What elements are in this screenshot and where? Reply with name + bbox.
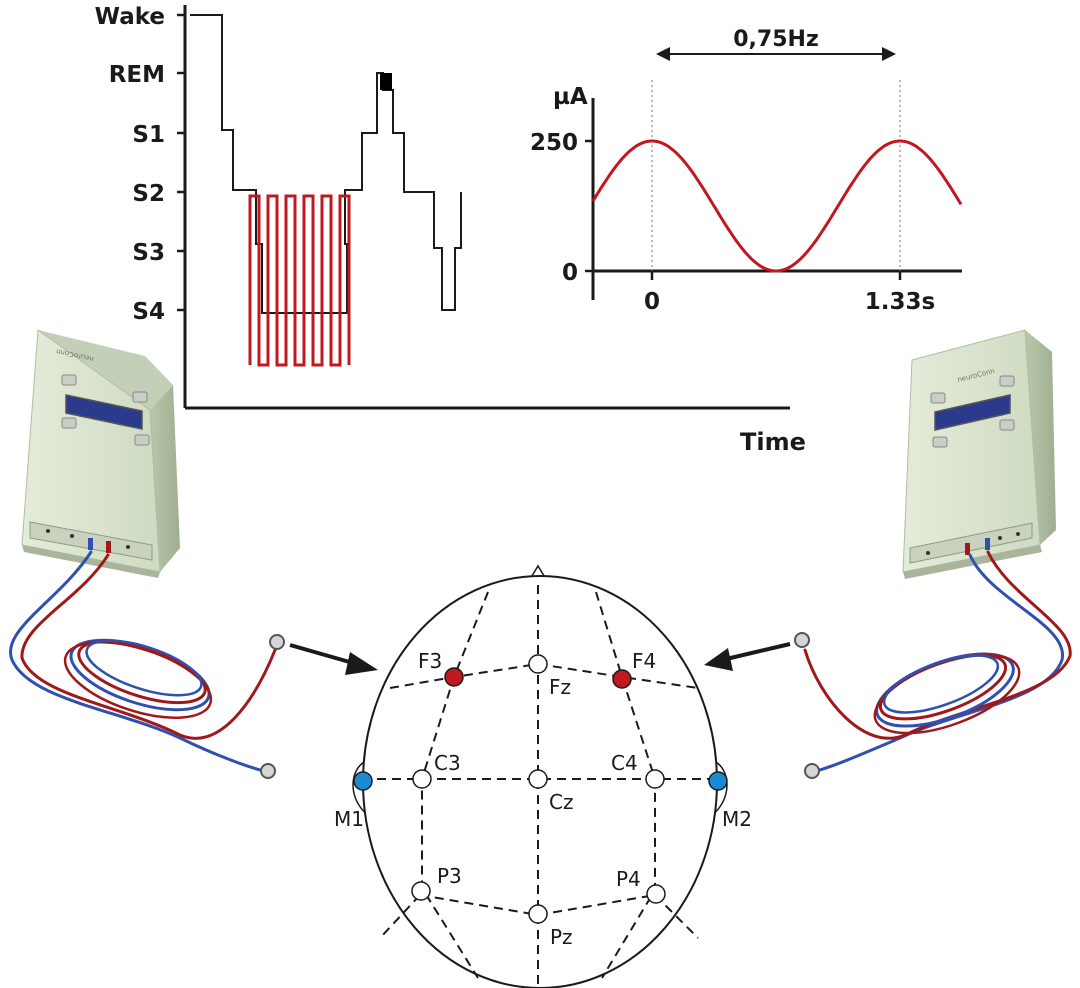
electrode-pad-icon <box>804 763 820 779</box>
stage-label-wake: Wake <box>95 4 165 30</box>
electrode-p3[interactable] <box>411 881 431 901</box>
sine-wave <box>591 139 963 273</box>
rem-block <box>380 73 392 90</box>
stage-label-s3: S3 <box>132 240 165 266</box>
electrode-label-cz: Cz <box>549 790 573 814</box>
device-button[interactable] <box>930 392 946 404</box>
electrode-pad-icon <box>269 634 285 650</box>
electrode-m1[interactable] <box>353 771 373 791</box>
cables-right <box>803 550 1072 774</box>
electrode-label-m2: M2 <box>722 807 752 831</box>
device-button[interactable] <box>134 434 150 446</box>
sine-x-tick-0: 0 <box>644 289 660 315</box>
stage-label-s1: S1 <box>132 122 165 148</box>
electrode-label-f4: F4 <box>632 649 656 673</box>
hypnogram: Wake REM S1 S2 S3 S4 Time <box>95 4 806 456</box>
electrode-pad-icon <box>260 763 276 779</box>
frequency-label: 0,75Hz <box>733 27 819 52</box>
electrode-label-fz: Fz <box>549 675 571 699</box>
arrow-right-icon <box>704 642 791 671</box>
device-screen-left <box>65 394 143 430</box>
sine-y-label: µA <box>553 84 588 110</box>
device-button[interactable] <box>132 391 148 403</box>
electrode-cz[interactable] <box>528 769 548 789</box>
electrode-label-pz: Pz <box>550 925 573 949</box>
hypnogram-trace <box>190 14 462 314</box>
device-button[interactable] <box>932 436 948 448</box>
stage-label-s2: S2 <box>132 181 165 207</box>
stimulation-pulses <box>248 194 351 367</box>
sine-y-tick-0: 0 <box>562 260 578 286</box>
electrode-pz[interactable] <box>528 904 548 924</box>
electrode-c3[interactable] <box>412 769 432 789</box>
device-button[interactable] <box>999 375 1015 387</box>
electrode-f4[interactable] <box>612 669 632 689</box>
electrode-fz[interactable] <box>528 654 548 674</box>
stimulator-device-left: neuroConn <box>21 329 180 578</box>
electrode-label-m1: M1 <box>334 807 364 831</box>
electrode-label-c3: C3 <box>434 751 461 775</box>
electrode-p4[interactable] <box>646 884 666 904</box>
sine-chart: 0,75Hz µA 250 0 0 1.33s <box>530 27 963 315</box>
electrode-pad-icon <box>794 632 810 648</box>
electrode-f3[interactable] <box>444 667 464 687</box>
stage-label-s4: S4 <box>132 299 165 325</box>
device-button[interactable] <box>61 374 77 386</box>
electrode-m2[interactable] <box>708 771 728 791</box>
electrode-label-f3: F3 <box>418 649 442 673</box>
stage-label-rem: REM <box>109 62 165 88</box>
device-button[interactable] <box>61 417 77 429</box>
arrow-left-icon <box>289 643 378 675</box>
electrode-label-p3: P3 <box>437 864 462 888</box>
sine-y-tick-250: 250 <box>530 130 578 156</box>
electrode-c4[interactable] <box>645 769 665 789</box>
electrode-label-p4: P4 <box>616 867 641 891</box>
head-map: F3 Fz F4 C3 Cz C4 M1 M2 P3 Pz P4 <box>334 564 752 988</box>
cables-left <box>8 550 277 774</box>
electrode-label-c4: C4 <box>611 751 638 775</box>
stimulator-device-right: neuroConn <box>902 329 1056 579</box>
device-screen-right <box>934 394 1011 431</box>
device-button[interactable] <box>999 419 1015 431</box>
hypnogram-x-label: Time <box>740 428 806 456</box>
sine-x-tick-period: 1.33s <box>865 289 935 315</box>
